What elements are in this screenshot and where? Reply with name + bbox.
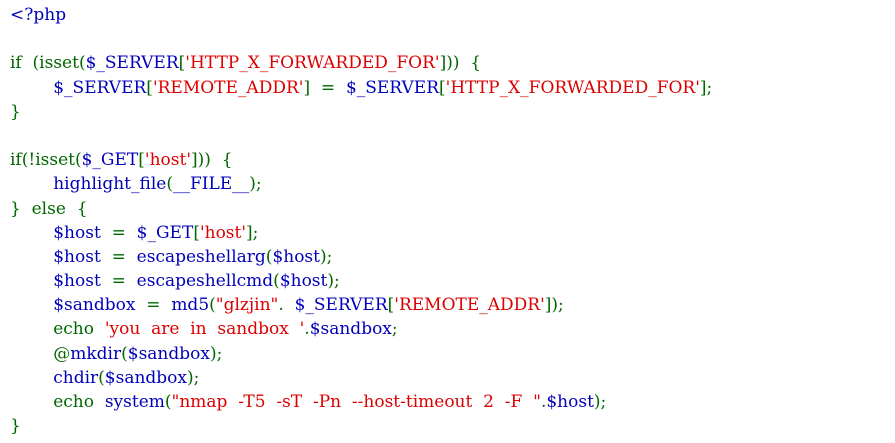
code-token: ])) {	[191, 150, 233, 171]
code-line: <?php	[10, 3, 712, 27]
code-line: @mkdir($sandbox);	[10, 342, 712, 366]
code-token: (	[121, 343, 128, 364]
code-token: 'you are in sandbox '	[104, 319, 305, 340]
code-token: }	[10, 101, 21, 122]
code-token: );	[327, 271, 340, 292]
code-token: );	[187, 367, 200, 388]
code-token: $_SERVER	[345, 77, 439, 98]
code-token: $_GET	[136, 222, 194, 243]
code-token: md5	[171, 295, 210, 316]
code-token: (	[98, 367, 105, 388]
code-token: ;	[391, 319, 398, 340]
code-token: $sandbox	[127, 343, 210, 364]
code-token: (	[273, 271, 280, 292]
code-token: (	[265, 246, 273, 267]
code-token: 'REMOTE_ADDR'	[394, 295, 545, 316]
code-line: }	[10, 414, 712, 438]
code-token: .	[278, 295, 295, 316]
code-token: mkdir	[70, 343, 122, 364]
code-token: );	[249, 174, 262, 195]
code-line: $host = escapeshellcmd($host);	[10, 269, 712, 293]
code-token: [	[439, 77, 446, 98]
code-token: );	[320, 246, 333, 267]
code-token: <?php	[10, 5, 67, 25]
code-token: =	[111, 271, 137, 292]
code-token: __FILE__	[172, 174, 250, 195]
code-token: $host	[10, 271, 112, 292]
code-token: =	[111, 222, 137, 243]
code-line: echo 'you are in sandbox '.$sandbox;	[10, 317, 712, 341]
code-token: escapeshellarg	[136, 246, 266, 267]
code-token: (	[209, 295, 216, 316]
code-line: highlight_file(__FILE__);	[10, 172, 712, 196]
code-token: );	[593, 392, 607, 412]
source-code-view: <?php​if (isset($_SERVER['HTTP_X_FORWARD…	[10, 3, 712, 438]
code-token: if (isset(	[10, 53, 86, 74]
code-line: chdir($sandbox);	[10, 366, 712, 390]
code-token: }	[10, 416, 21, 437]
code-line: if(!isset($_GET['host'])) {	[10, 148, 712, 172]
code-token: $host	[546, 392, 594, 412]
code-token: ])) {	[439, 53, 482, 74]
code-token: .	[304, 319, 310, 340]
code-token: $sandbox	[104, 367, 188, 388]
code-token: $_SERVER	[85, 53, 179, 74]
code-token: (	[164, 392, 172, 412]
code-token: } else {	[10, 198, 88, 219]
code-token: );	[209, 343, 223, 364]
code-token: [	[387, 295, 395, 316]
code-token: 'host'	[144, 150, 191, 171]
code-token: 'host'	[199, 222, 247, 243]
code-line: $host = $_GET['host'];	[10, 221, 712, 245]
code-token: =	[111, 246, 137, 267]
code-token: echo	[10, 392, 105, 412]
code-token: $sandbox	[10, 295, 147, 316]
code-token: ];	[699, 77, 713, 98]
code-token: [	[193, 222, 200, 243]
code-line: $_SERVER['REMOTE_ADDR'] = $_SERVER['HTTP…	[10, 76, 712, 100]
code-line: }	[10, 100, 712, 124]
code-token: (	[166, 174, 173, 195]
code-line: ​	[10, 27, 712, 51]
code-token: "glzjin"	[215, 295, 279, 316]
code-token: 'REMOTE_ADDR'	[152, 77, 304, 98]
code-line: } else {	[10, 197, 712, 221]
code-token: ]);	[544, 295, 564, 316]
code-token: highlight_file	[10, 174, 167, 195]
code-token: "nmap -T5 -sT -Pn --host-timeout 2 -F "	[171, 392, 541, 412]
code-token: chdir	[10, 367, 99, 388]
code-token: [	[146, 77, 153, 98]
code-token: if(!isset(	[10, 150, 82, 171]
code-token: $host	[272, 246, 320, 267]
code-token: system	[104, 392, 165, 412]
code-token: 'HTTP_X_FORWARDED_FOR'	[445, 77, 700, 98]
code-token: $_GET	[81, 150, 139, 171]
code-token: $host	[10, 222, 112, 243]
code-token: 'HTTP_X_FORWARDED_FOR'	[185, 53, 440, 74]
code-line: $host = escapeshellarg($host);	[10, 245, 712, 269]
code-token: .	[540, 392, 547, 412]
code-token: =	[146, 295, 172, 316]
code-token: @	[10, 343, 71, 364]
code-token: $_SERVER	[294, 295, 388, 316]
code-token: ];	[246, 222, 259, 243]
code-token: $sandbox	[309, 319, 392, 340]
code-token: [	[138, 150, 145, 171]
code-token: ] =	[303, 77, 346, 98]
code-token: echo	[10, 319, 105, 340]
code-token: $_SERVER	[10, 77, 147, 98]
code-line: if (isset($_SERVER['HTTP_X_FORWARDED_FOR…	[10, 51, 712, 75]
code-token: [	[178, 53, 186, 74]
code-line: ​	[10, 124, 712, 148]
code-line: echo system("nmap -T5 -sT -Pn --host-tim…	[10, 390, 712, 414]
code-token: $host	[10, 246, 112, 267]
code-line: $sandbox = md5("glzjin". $_SERVER['REMOT…	[10, 293, 712, 317]
code-token: escapeshellcmd	[136, 271, 274, 292]
code-token: $host	[279, 271, 328, 292]
